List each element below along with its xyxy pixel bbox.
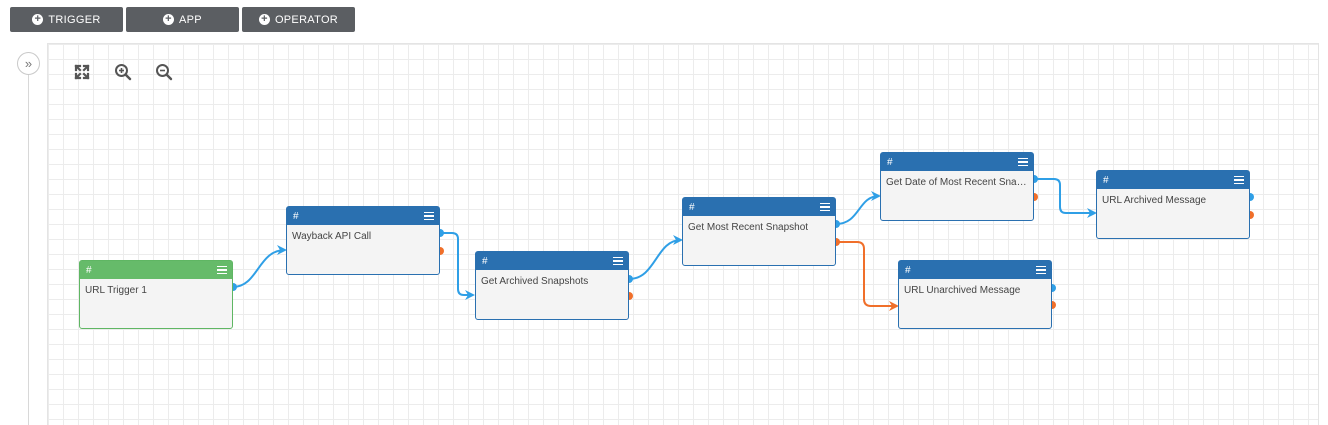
- node-title: Get Date of Most Recent Snap...: [886, 177, 1031, 188]
- node-url-trigger[interactable]: # URL Trigger 1: [79, 260, 233, 329]
- plus-circle-icon: +: [32, 14, 44, 25]
- hamburger-menu-icon[interactable]: [424, 211, 434, 221]
- expand-panel-button[interactable]: »: [17, 52, 40, 75]
- zoom-out-icon: [156, 64, 173, 81]
- node-title: Get Archived Snapshots: [481, 276, 589, 287]
- hamburger-menu-icon[interactable]: [1018, 157, 1028, 167]
- plus-circle-icon: +: [258, 14, 270, 25]
- hamburger-menu-icon[interactable]: [217, 265, 227, 275]
- node-get-most-recent-snapshot[interactable]: # Get Most Recent Snapshot: [682, 197, 836, 266]
- node-tag: #: [905, 264, 911, 276]
- hamburger-menu-icon[interactable]: [1036, 265, 1046, 275]
- add-app-button[interactable]: + APP: [126, 7, 239, 32]
- plus-circle-icon: +: [163, 14, 175, 25]
- add-trigger-button[interactable]: + TRIGGER: [10, 7, 123, 32]
- node-tag: #: [1103, 174, 1109, 186]
- add-operator-button[interactable]: + OPERATOR: [242, 7, 355, 32]
- zoom-in-icon: [115, 64, 132, 81]
- node-title: URL Unarchived Message: [904, 285, 1021, 296]
- node-header: #: [80, 261, 232, 279]
- chevron-double-right-icon: »: [24, 56, 33, 71]
- add-trigger-label: TRIGGER: [48, 13, 101, 26]
- node-get-date-most-recent[interactable]: # Get Date of Most Recent Snap...: [880, 152, 1034, 221]
- node-get-archived-snapshots[interactable]: # Get Archived Snapshots: [475, 251, 629, 320]
- add-app-label: APP: [179, 13, 202, 26]
- node-header: #: [1097, 171, 1249, 189]
- node-header: #: [287, 207, 439, 225]
- hamburger-menu-icon[interactable]: [613, 256, 623, 266]
- node-header: #: [881, 153, 1033, 171]
- toolbar: + TRIGGER + APP + OPERATOR: [10, 7, 355, 32]
- node-tag: #: [887, 156, 893, 168]
- fit-screen-button[interactable]: [72, 62, 92, 82]
- node-header: #: [899, 261, 1051, 279]
- add-operator-label: OPERATOR: [274, 13, 339, 26]
- node-title: Wayback API Call: [292, 231, 372, 242]
- node-title: Get Most Recent Snapshot: [688, 222, 809, 233]
- node-title: URL Trigger 1: [85, 285, 147, 296]
- zoom-out-button[interactable]: [154, 62, 174, 82]
- node-header: #: [683, 198, 835, 216]
- node-header: #: [476, 252, 628, 270]
- node-title: URL Archived Message: [1102, 195, 1207, 206]
- hamburger-menu-icon[interactable]: [1234, 175, 1244, 185]
- fit-screen-icon: [74, 64, 90, 80]
- node-url-archived-message[interactable]: # URL Archived Message: [1096, 170, 1250, 239]
- node-tag: #: [482, 255, 488, 267]
- side-panel-divider: [28, 72, 29, 425]
- node-url-unarchived-message[interactable]: # URL Unarchived Message: [898, 260, 1052, 329]
- zoom-in-button[interactable]: [113, 62, 133, 82]
- node-tag: #: [293, 210, 299, 222]
- node-wayback-api-call[interactable]: # Wayback API Call: [286, 206, 440, 275]
- node-tag: #: [86, 264, 92, 276]
- node-tag: #: [689, 201, 695, 213]
- hamburger-menu-icon[interactable]: [820, 202, 830, 212]
